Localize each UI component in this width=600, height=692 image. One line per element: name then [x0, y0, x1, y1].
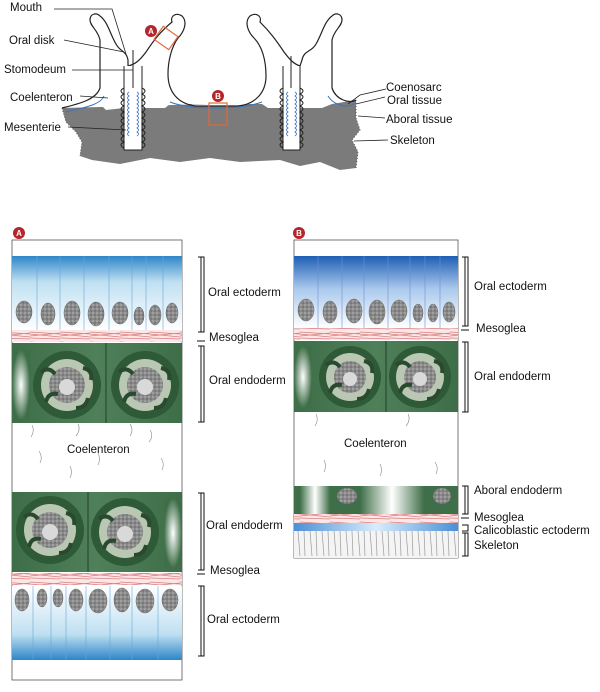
panel-a-mesoglea-lower	[12, 573, 182, 585]
panel-b-label-calicoblastic-ectoderm: Calicoblastic ectoderm	[474, 525, 590, 537]
panel-a-label-oral-endoderm-upper: Oral endoderm	[209, 375, 286, 387]
panel-b-brackets	[461, 256, 469, 557]
label-coenosarc: Coenosarc	[386, 82, 442, 94]
panel-a-label-mesoglea-lower: Mesoglea	[210, 565, 260, 577]
panel-a-label-coelenteron: Coelenteron	[67, 444, 130, 456]
marker-box-a	[153, 25, 179, 51]
panel-a	[11, 239, 183, 681]
label-aboral-tissue: Aboral tissue	[386, 114, 452, 126]
panel-b-label-mesoglea-upper: Mesoglea	[476, 323, 526, 335]
panel-b-endoderm-cell	[389, 346, 451, 408]
panel-a-mesoglea-upper	[12, 330, 182, 342]
svg-text:B: B	[296, 229, 302, 238]
panel-a-endoderm-cell	[33, 351, 101, 419]
panel-b-label-aboral-endoderm: Aboral endoderm	[474, 485, 562, 497]
panel-b-label-coelenteron: Coelenteron	[344, 438, 407, 450]
label-coelenteron-top: Coelenteron	[10, 92, 73, 104]
marker-box-b	[208, 102, 228, 126]
overview-polyps: A B	[61, 13, 361, 170]
svg-text:B: B	[215, 92, 221, 101]
panel-b-calicoblastic-ectoderm	[294, 523, 458, 531]
panel-a-label-oral-ectoderm-upper: Oral ectoderm	[208, 287, 281, 299]
label-stomodeum: Stomodeum	[4, 64, 66, 76]
marker-badge-a: A	[145, 25, 157, 37]
marker-badge-b: B	[212, 90, 224, 102]
overview-labels: Mouth Oral disk Stomodeum Coelenteron Me…	[4, 2, 452, 147]
panel-a-label-oral-ectoderm-lower: Oral ectoderm	[207, 614, 280, 626]
mesentery-left	[120, 50, 146, 151]
panel-b-badge: B	[293, 227, 305, 239]
polyp-outline	[61, 13, 357, 109]
panel-b-label-oral-ectoderm: Oral ectoderm	[474, 281, 547, 293]
panel-b	[293, 239, 459, 559]
panel-a-brackets	[197, 256, 205, 657]
label-mouth: Mouth	[10, 2, 42, 14]
panel-a-label-oral-endoderm-lower: Oral endoderm	[206, 520, 283, 532]
panel-a-endoderm-cell	[16, 496, 84, 564]
label-oral-disk: Oral disk	[9, 35, 55, 47]
panel-a-badge: A	[13, 227, 25, 239]
panel-b-label-mesoglea-lower: Mesoglea	[474, 512, 524, 524]
panel-b-label-oral-endoderm: Oral endoderm	[474, 371, 551, 383]
panel-b-mesoglea-upper	[294, 328, 458, 340]
skeleton-shape	[62, 100, 360, 170]
svg-text:A: A	[16, 229, 22, 238]
panel-a-label-mesoglea-upper: Mesoglea	[209, 332, 259, 344]
panel-a-endoderm-cell	[91, 498, 159, 566]
svg-text:A: A	[148, 27, 154, 36]
mesentery-right	[279, 56, 304, 151]
label-mesenterie: Mesenterie	[4, 122, 61, 134]
panel-a-labels: Oral ectoderm Mesoglea Oral endoderm Coe…	[67, 287, 286, 626]
overview-leaders	[54, 8, 389, 142]
panel-b-labels: Oral ectoderm Mesoglea Oral endoderm Coe…	[344, 281, 590, 552]
label-oral-tissue: Oral tissue	[387, 95, 442, 107]
panel-a-endoderm-cell	[111, 351, 179, 419]
panel-b-endoderm-cell	[319, 346, 381, 408]
label-skeleton-top: Skeleton	[390, 135, 435, 147]
panel-b-label-skeleton: Skeleton	[474, 540, 519, 552]
panel-b-mesoglea-lower	[294, 514, 458, 523]
